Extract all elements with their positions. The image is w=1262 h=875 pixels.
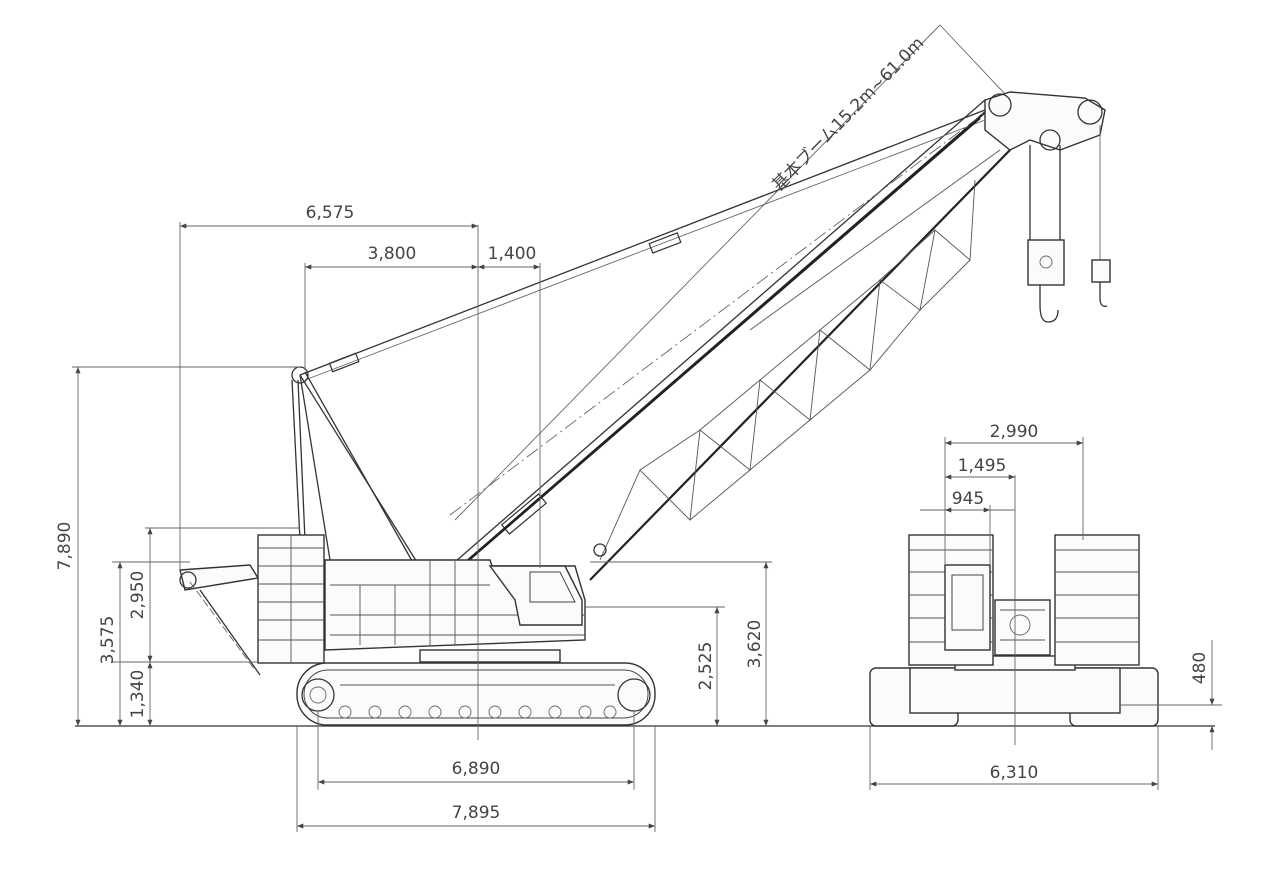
rear-jib: [179, 564, 261, 676]
front-counterweight-right: [1054, 534, 1140, 666]
front-right-dimensions: 480: [1120, 640, 1222, 750]
dim-overall-height: 7,890: [55, 522, 75, 571]
dim-ground-clearance: 480: [1190, 652, 1210, 684]
dim-gantry-height: 3,575: [98, 616, 118, 665]
dim-center-to-boom: 1,400: [488, 244, 537, 264]
dim-counterweight-bottom: 1,340: [128, 670, 148, 719]
boom-tip: [984, 91, 1106, 260]
side-left-heights: 7,890 3,575 2,950 1,340: [55, 366, 300, 726]
side-right-heights: 2,525 3,620: [585, 561, 772, 726]
dim-cab-height: 2,525: [696, 642, 716, 691]
upper-structure: [324, 559, 586, 663]
front-view: [869, 534, 1159, 727]
dim-front-width: 2,990: [990, 422, 1039, 442]
dim-crawler-length: 7,895: [452, 803, 501, 823]
front-top-dimensions: 2,990 1,495 945: [920, 422, 1084, 565]
dim-counterweight-top: 2,950: [128, 571, 148, 620]
main-hook-block: [1027, 239, 1065, 323]
dim-total-rear: 6,575: [306, 203, 355, 223]
dim-cab-offset: 945: [952, 489, 984, 509]
main-boom: [439, 24, 1021, 581]
dim-boom-foot-height: 3,620: [745, 620, 765, 669]
counterweight-side: [257, 534, 325, 664]
aux-hook: [1091, 259, 1111, 307]
dim-front-half: 1,495: [958, 456, 1007, 476]
pendant-lines: [299, 109, 986, 381]
dim-track-width: 6,310: [990, 763, 1039, 783]
crawler-side: [296, 662, 656, 726]
dim-mast-to-center: 3,800: [368, 244, 417, 264]
dim-tumbler-center: 6,890: [452, 759, 501, 779]
side-top-dimensions: 6,575 3,800 1,400: [179, 203, 541, 570]
operator-cab: [488, 565, 583, 626]
front-bottom-dimensions: 6,310: [869, 726, 1159, 790]
side-bottom-dimensions: 6,890 7,895: [296, 712, 656, 832]
